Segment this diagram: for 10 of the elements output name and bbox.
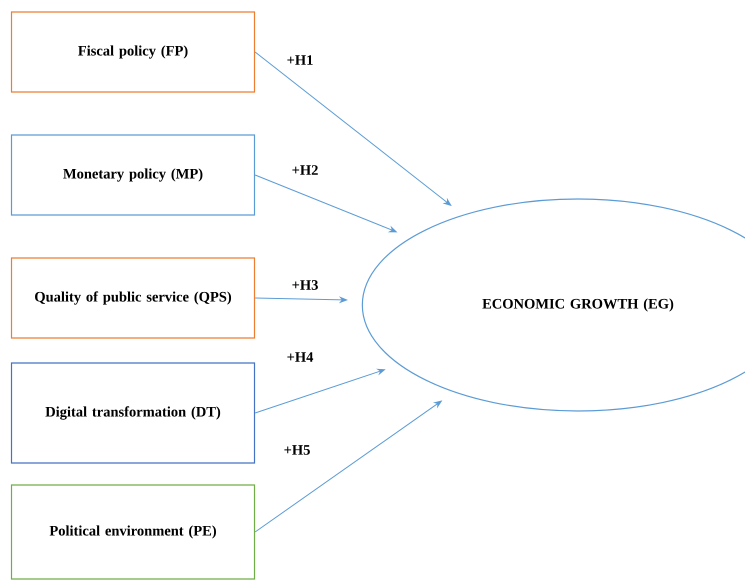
variable-box: Fiscal policy (FP) [10,11,256,93]
edge-label: +H2 [290,164,320,176]
edge-label: +H3 [290,279,320,291]
variable-box: Digital transformation (DT) [10,362,256,464]
edge-label: +H5 [282,444,312,456]
variable-box: Monetary policy (MP) [10,134,256,216]
edge-label: +H4 [286,351,314,363]
edge-label: +H1 [286,54,314,66]
variable-box: Quality of public service (QPS) [10,257,256,339]
variable-box: Political environment (PE) [10,484,256,580]
